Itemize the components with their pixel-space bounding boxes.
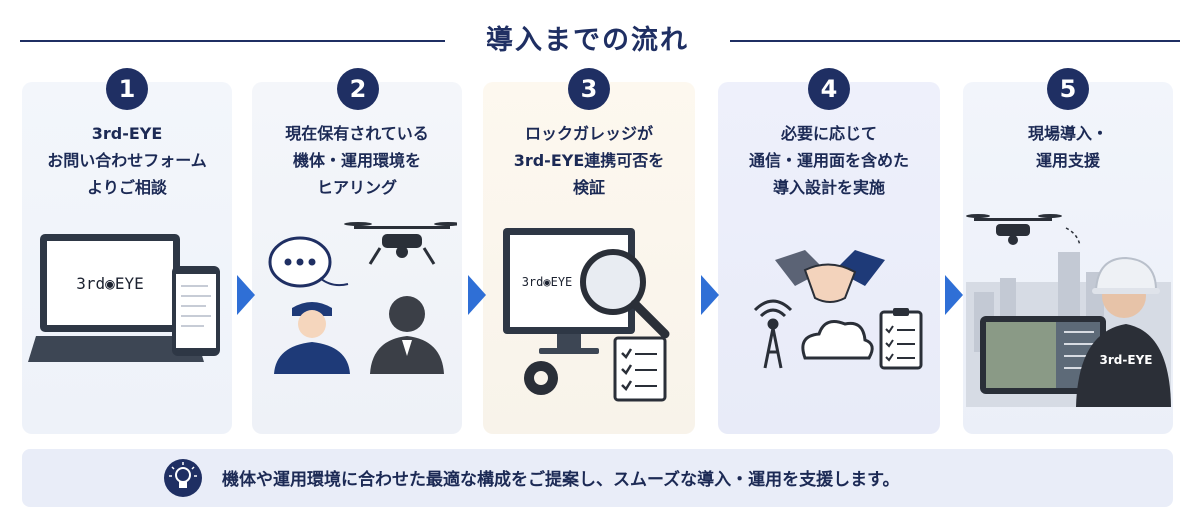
step-4-line-1: 必要に応じて bbox=[780, 124, 877, 143]
laptop-phone-illustration: 3rd◉EYE bbox=[28, 234, 220, 362]
title-divider-right bbox=[730, 40, 1180, 42]
page-title: 導入までの流れ bbox=[486, 25, 689, 56]
verification-illustration: 3rd◉EYE bbox=[503, 228, 670, 402]
flow-arrow-2 bbox=[468, 275, 486, 315]
hearing-illustration bbox=[268, 222, 457, 374]
lightbulb-icon bbox=[164, 459, 202, 497]
site-support-illustration: 3rd-EYE bbox=[966, 214, 1171, 407]
client-person-icon bbox=[370, 296, 444, 374]
flow-arrow-3 bbox=[701, 275, 719, 315]
step-4-line-2: 通信・運用面を含めた bbox=[748, 151, 909, 170]
monitor-logo-text: 3rd◉EYE bbox=[522, 275, 573, 289]
title-divider-left bbox=[20, 40, 445, 42]
step-3-line-2: 3rd-EYE連携可否を bbox=[513, 151, 665, 170]
magnifier-icon bbox=[580, 249, 670, 339]
step-number-2: 2 bbox=[337, 68, 379, 110]
step-2-line-1: 現在保有されている bbox=[285, 124, 429, 143]
worker-with-helmet-icon bbox=[1076, 256, 1171, 407]
checklist-icon bbox=[613, 336, 667, 402]
tablet-icon bbox=[980, 316, 1106, 394]
step-4-line-3: 導入設計を実施 bbox=[772, 178, 885, 197]
step-text-2: 現在保有されている 機体・運用環境を ヒアリング bbox=[252, 120, 462, 201]
step-5-line-1: 現場導入・ bbox=[1027, 124, 1108, 143]
step-text-3: ロックガレッジが 3rd-EYE連携可否を 検証 bbox=[483, 120, 695, 201]
step-number-1: 1 bbox=[106, 68, 148, 110]
jacket-label: 3rd-EYE bbox=[1100, 353, 1153, 367]
step-number-4: 4 bbox=[808, 68, 850, 110]
step-text-5: 現場導入・ 運用支援 bbox=[963, 120, 1173, 174]
drone-icon bbox=[344, 222, 457, 265]
helmet-icon bbox=[1094, 256, 1158, 291]
worker-person-icon bbox=[274, 302, 350, 374]
screen-logo-text: 3rd◉EYE bbox=[76, 274, 143, 293]
step-5-line-2: 運用支援 bbox=[1035, 151, 1100, 170]
step-number-5: 5 bbox=[1047, 68, 1089, 110]
summary-text: 機体や運用環境に合わせた最適な構成をご提案し、スムーズな導入・運用を支援します。 bbox=[222, 470, 900, 490]
flow-arrow-1 bbox=[237, 275, 255, 315]
gear-icon bbox=[524, 361, 558, 395]
clipboard-icon bbox=[879, 308, 923, 370]
step-card-4 bbox=[718, 82, 940, 434]
flow-arrow-4 bbox=[945, 275, 963, 315]
design-illustration bbox=[753, 250, 923, 370]
step-3-line-3: 検証 bbox=[572, 178, 605, 197]
handshake-icon bbox=[775, 250, 885, 303]
step-1-line-2: お問い合わせフォーム bbox=[47, 151, 207, 170]
antenna-tower-icon bbox=[753, 299, 793, 369]
drone-icon bbox=[966, 214, 1062, 245]
step-1-line-1: 3rd-EYE bbox=[91, 124, 163, 143]
cloud-icon bbox=[801, 320, 874, 360]
step-2-line-2: 機体・運用環境を bbox=[292, 151, 421, 170]
step-number-3: 3 bbox=[568, 68, 610, 110]
header: 導入までの流れ bbox=[0, 10, 1200, 56]
summary-banner bbox=[22, 449, 1173, 507]
step-3-line-1: ロックガレッジが bbox=[524, 124, 653, 143]
step-1-line-3: よりご相談 bbox=[87, 178, 167, 197]
step-2-line-3: ヒアリング bbox=[316, 178, 397, 197]
step-text-4: 必要に応じて 通信・運用面を含めた 導入設計を実施 bbox=[718, 120, 940, 201]
step-text-1: 3rd-EYE お問い合わせフォーム よりご相談 bbox=[22, 120, 232, 201]
